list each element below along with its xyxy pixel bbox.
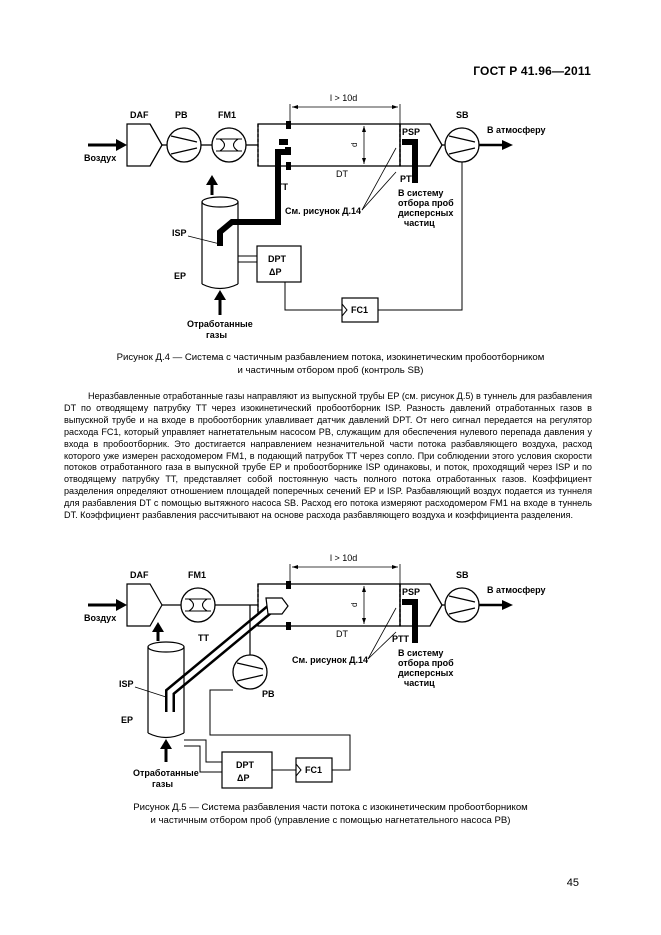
exhaust-2-line-2: газы (152, 779, 173, 789)
figure-d5-caption-line-1: Рисунок Д.5 — Система разбавления части … (133, 802, 528, 813)
sb-label-2: SB (456, 570, 469, 580)
distance-label: l > 10d (330, 93, 357, 103)
dp-label-2: ΔP (237, 773, 249, 783)
psp-label: PSP (402, 127, 420, 137)
to-system-line-1: В систему (398, 188, 443, 198)
see-figure-label-2: См. рисунок Д.14 (292, 655, 368, 665)
page-number: 45 (566, 877, 579, 889)
pb-pump-2 (232, 654, 268, 690)
dp-label: ΔP (269, 267, 281, 277)
fc1-label: FC1 (351, 305, 368, 315)
sb-pump (444, 127, 480, 163)
ptt-label: PTT (400, 174, 418, 184)
dpt-label-2: DPT (236, 760, 255, 770)
to-system-2-line-1: В систему (398, 648, 443, 658)
figure-d5-caption-line-2: и частичным отбором проб (управление с п… (150, 814, 511, 826)
atmosphere-label-2: В атмосферу (487, 585, 545, 595)
diameter-label-2: d (350, 603, 359, 607)
exhaust-2-line-1: Отработанные (133, 768, 199, 778)
figure-d5-diagram: l > 10d d DT DAF FM1 Воздух SB В атмосфе… (84, 553, 545, 789)
fm1-label: FM1 (218, 110, 236, 120)
sb-pump-2 (444, 587, 480, 623)
body-paragraph: Неразбавленные отработанные газы направл… (64, 391, 592, 522)
to-system-2-line-3: дисперсных (398, 668, 453, 678)
dpt-label: DPT (268, 254, 287, 264)
ep-label-2: EP (121, 715, 133, 725)
pb-label-2: PB (262, 689, 275, 699)
atmosphere-label: В атмосферу (487, 125, 545, 135)
dpt-sensor (256, 245, 302, 283)
dt-label-2: DT (336, 629, 348, 639)
standard-header: ГОСТ Р 41.96—2011 (473, 64, 591, 78)
exhaust-line-2: газы (206, 330, 227, 340)
sb-label: SB (456, 110, 469, 120)
to-system-line-4: частиц (404, 218, 435, 228)
to-system-2-line-4: частиц (404, 678, 435, 688)
isp-label-2: ISP (119, 679, 134, 689)
fm1-flowmeter-2 (180, 587, 216, 623)
tt-label-2: TT (198, 633, 209, 643)
figure-d4-caption: Рисунок Д.4 — Система с частичным разбав… (0, 352, 661, 377)
tt-label: TT (277, 182, 288, 192)
fm1-label-2: FM1 (188, 570, 206, 580)
ep-label: EP (174, 271, 186, 281)
figure-d4-diagram: l > 10d d DT DAF PB FM1 Воздух SB В атмо… (84, 93, 545, 340)
fc1-label-2: FC1 (305, 765, 322, 775)
body-paragraph-text: Неразбавленные отработанные газы направл… (64, 391, 592, 521)
figure-d4-caption-line-2: и частичным отбором проб (контроль SB) (237, 364, 424, 376)
air-label-2: Воздух (84, 613, 116, 623)
isp-label: ISP (172, 228, 187, 238)
daf-filter (126, 123, 163, 167)
pb-label: PB (175, 110, 188, 120)
see-figure-label: См. рисунок Д.14 (285, 206, 361, 216)
fm1-flowmeter (211, 127, 247, 163)
diameter-label: d (350, 143, 359, 147)
air-label: Воздух (84, 153, 116, 163)
psp-label-2: PSP (402, 587, 420, 597)
dt-label: DT (336, 169, 348, 179)
figure-d4-caption-line-1: Рисунок Д.4 — Система с частичным разбав… (116, 352, 545, 363)
exhaust-line-1: Отработанные (187, 319, 253, 329)
figure-d5-caption: Рисунок Д.5 — Система разбавления части … (0, 802, 661, 827)
to-system-line-2: отбора проб (398, 198, 454, 208)
pb-pump (166, 127, 202, 163)
to-system-2-line-2: отбора проб (398, 658, 454, 668)
daf-label-2: DAF (130, 570, 149, 580)
daf-label: DAF (130, 110, 149, 120)
ptt-label-2: PTT (392, 634, 410, 644)
distance-label-2: l > 10d (330, 553, 357, 563)
to-system-line-3: дисперсных (398, 208, 453, 218)
daf-filter-2 (126, 583, 163, 627)
